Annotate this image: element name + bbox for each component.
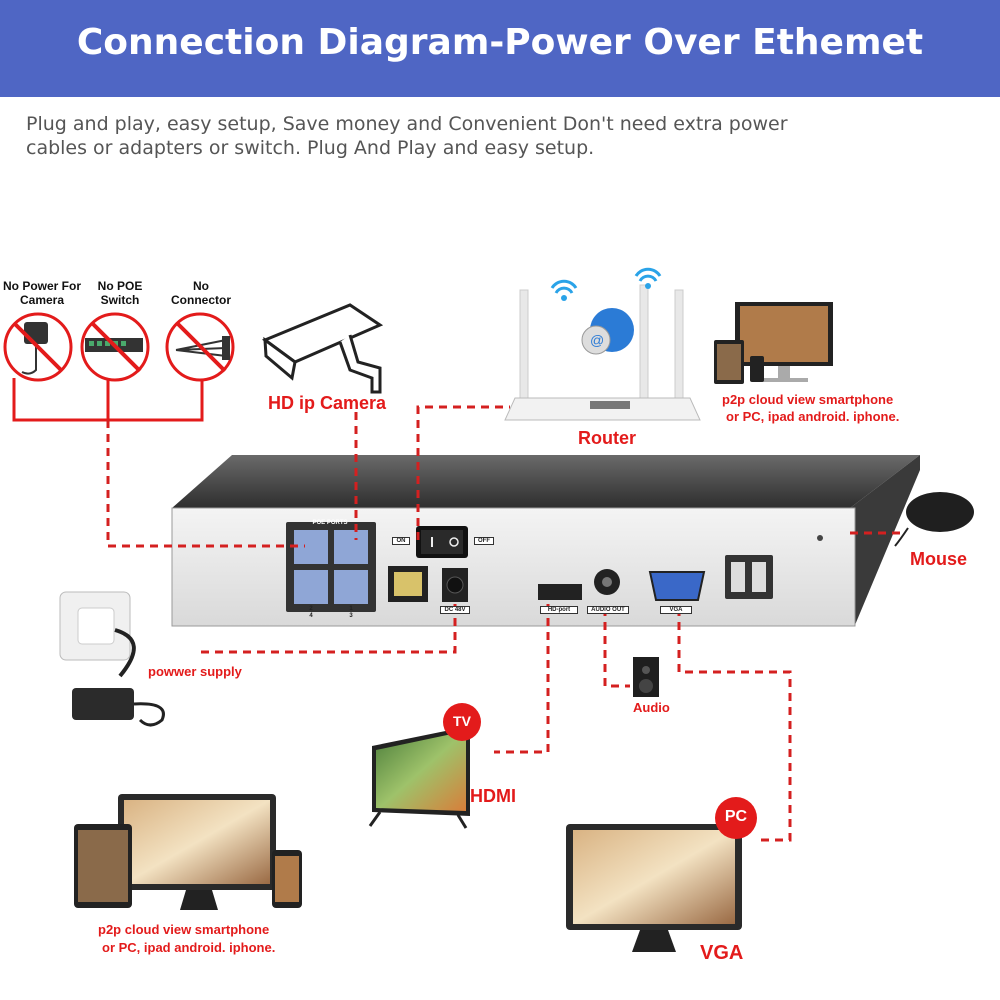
router-icon: @ — [504, 267, 701, 421]
no-power-label: No Power For Camera — [2, 279, 81, 307]
nvr-recorder — [171, 455, 920, 627]
pc-badge: PC — [724, 808, 748, 825]
header-banner: Connection Diagram-Power Over Ethemet — [0, 0, 1000, 97]
hdmi-label: HDMI — [470, 786, 516, 806]
power-adapter-icon — [3, 312, 73, 382]
intro-text: Plug and play, easy setup, Save money an… — [26, 113, 788, 159]
vga-port-label: VGA — [660, 606, 692, 614]
audio-out-label: AUDIO OUT — [587, 606, 629, 614]
pc-monitor-icon — [566, 797, 757, 952]
cloud-bottom-label-2: or PC, ipad android. iphone. — [102, 940, 276, 955]
port-num-3: 3 — [349, 613, 353, 619]
mouse-label: Mouse — [910, 549, 968, 569]
cloud-top-label: p2p cloud view smartphone — [722, 392, 894, 407]
off-label: OFF — [474, 537, 494, 545]
power-supply-label: powwer supply — [148, 664, 242, 679]
cloud-top-label-2: or PC, ipad android. iphone. — [726, 409, 900, 424]
ip-camera-icon — [261, 303, 384, 394]
mouse-icon — [894, 492, 974, 547]
on-label: ON — [392, 537, 410, 545]
page-title: Connection Diagram-Power Over Ethemet — [76, 22, 924, 63]
poe-switch-icon — [80, 312, 150, 382]
svg-text:@: @ — [590, 332, 604, 348]
power-supply-icon — [59, 591, 165, 727]
no-items-bracket — [12, 378, 204, 422]
cloud-bottom-label: p2p cloud view smartphone — [98, 922, 270, 937]
cable-connector-icon — [165, 312, 235, 382]
speaker-icon — [633, 657, 659, 697]
audio-label: Audio — [633, 700, 670, 715]
tv-icon — [368, 703, 481, 829]
vga-label: VGA — [700, 942, 744, 964]
no-connector-label: No Connector — [171, 279, 231, 307]
no-poe-switch-label: No POE Switch — [97, 279, 143, 307]
cloud-devices-top — [714, 302, 833, 384]
port-num-4: 4 — [309, 613, 313, 619]
port-num-2: 2 — [309, 606, 313, 612]
connection-lines — [106, 405, 905, 842]
dc-label: DC 48V — [440, 606, 470, 614]
router-label: Router — [578, 428, 636, 448]
poe-ports-label: POE PORTS — [312, 520, 348, 526]
cloud-devices-bottom — [74, 794, 302, 910]
port-num-1: 1 — [349, 606, 353, 612]
camera-label: HD ip Camera — [268, 393, 387, 413]
hd-port-label: HD-port — [540, 606, 578, 614]
tv-badge: TV — [453, 713, 471, 729]
